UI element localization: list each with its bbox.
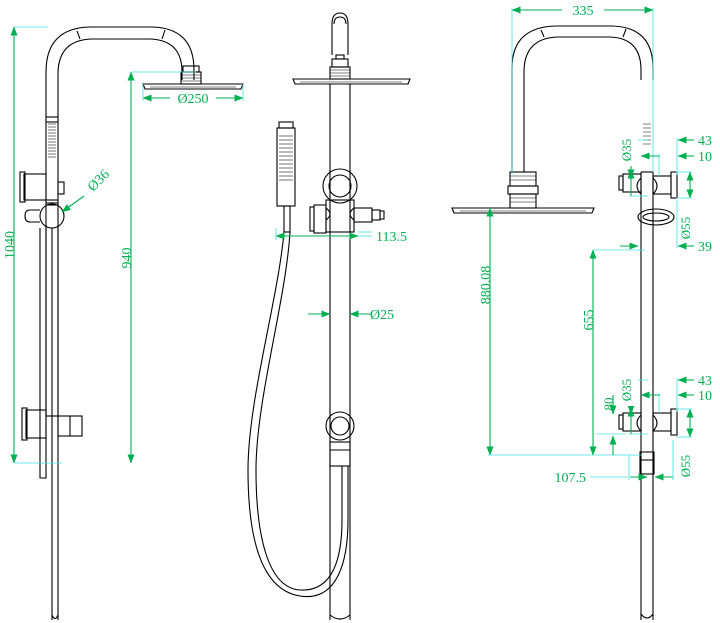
left-knurl-band — [48, 123, 56, 158]
dimension-39: 39 — [620, 200, 712, 255]
dimension-80: 80 — [596, 395, 626, 455]
middle-shower-head — [292, 54, 411, 85]
dimension-43-bot: 43 — [676, 374, 712, 412]
dimension-25: Ø25 — [308, 308, 394, 323]
dimension-335-label: 335 — [573, 4, 594, 19]
middle-view: 113.5 Ø25 — [247, 12, 411, 620]
right-riser-column — [640, 171, 654, 620]
middle-diverter-valve — [309, 199, 385, 234]
dimension-80-label: 80 — [601, 398, 616, 411]
left-view: 1040 940 Ø250 Ø36 — [3, 26, 244, 620]
dimension-43-top-label: 43 — [698, 134, 712, 149]
dimension-250-label: Ø250 — [177, 92, 208, 107]
dimension-940: 940 — [120, 71, 196, 464]
right-hose-connector — [639, 451, 655, 475]
dimension-55-top-label: Ø55 — [678, 217, 693, 239]
dimension-1040-label: 1040 — [3, 231, 18, 259]
dimension-35-top: Ø35 — [619, 133, 648, 197]
left-gooseneck-arm — [45, 26, 195, 200]
middle-hose-connector — [329, 441, 351, 467]
dimension-880-08: 880.08 — [479, 207, 642, 456]
dimension-107-5-label: 107.5 — [555, 471, 587, 486]
dimension-36-label: Ø36 — [85, 167, 113, 195]
dimension-10-top: 10 — [640, 150, 712, 176]
dimension-655: 655 — [582, 249, 645, 456]
right-head-mount — [507, 171, 539, 209]
dimension-39-label: 39 — [698, 240, 712, 255]
middle-slider-ring-upper — [322, 168, 358, 204]
dimension-880-08-label: 880.08 — [479, 266, 494, 305]
left-lower-rail — [39, 228, 59, 620]
right-view: 335 880.08 655 Ø35 43 — [451, 2, 712, 620]
dimension-1040: 1040 — [3, 26, 62, 464]
dimension-335: 335 — [511, 2, 654, 174]
dimension-25-label: Ø25 — [370, 308, 394, 323]
dimension-43-bot-label: 43 — [698, 374, 712, 389]
dimension-43-top: 43 — [676, 134, 712, 175]
left-diverter-body — [19, 171, 65, 203]
dimension-113-5-label: 113.5 — [376, 230, 407, 245]
middle-inlet-elbow — [331, 12, 349, 55]
dimension-10-top-label: 10 — [698, 150, 712, 165]
dimension-55-bot: Ø55 — [676, 408, 694, 477]
dimension-35-top-label: Ø35 — [619, 139, 634, 161]
middle-riser-column — [329, 84, 351, 620]
right-upper-valve — [618, 171, 678, 199]
left-bottom-bracket — [21, 407, 83, 441]
dimension-10-bot: 10 — [640, 389, 712, 413]
right-lower-valve — [618, 408, 678, 436]
dimension-113-5: 113.5 — [275, 228, 407, 245]
left-shower-head — [142, 65, 244, 90]
middle-hose — [247, 231, 349, 598]
right-gooseneck-arm — [511, 25, 654, 172]
right-holder-oval — [637, 208, 675, 226]
dimension-655-label: 655 — [582, 310, 597, 331]
dimension-10-bot-label: 10 — [698, 389, 712, 404]
right-shower-head — [451, 207, 595, 214]
right-knurl-band — [643, 123, 651, 145]
middle-slider-ring-lower — [325, 411, 355, 441]
dimension-35-bot-label: Ø35 — [619, 379, 634, 401]
handheld-grip-knurl — [279, 135, 293, 181]
middle-handheld-shower — [276, 121, 296, 233]
dimension-250: Ø250 — [142, 84, 244, 107]
dimension-940-label: 940 — [120, 248, 135, 269]
dimension-107-5: 107.5 — [555, 440, 674, 486]
dimension-36: Ø36 — [61, 167, 113, 213]
dimension-55-top: Ø55 — [676, 171, 694, 239]
dimension-35-bot: Ø35 — [619, 374, 648, 435]
dimension-55-bot-label: Ø55 — [678, 455, 693, 477]
